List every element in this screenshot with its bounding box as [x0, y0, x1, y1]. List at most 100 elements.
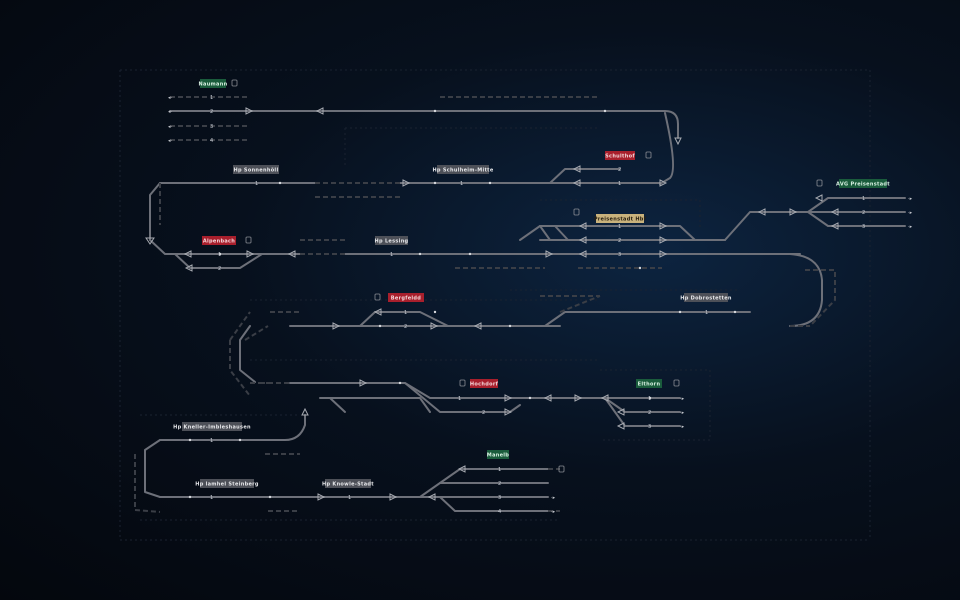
signal-icon	[543, 394, 552, 402]
database-icon	[645, 151, 652, 159]
signal-icon	[504, 408, 513, 416]
svg-text:AVG Preisenstadt: AVG Preisenstadt	[836, 182, 890, 188]
station-avg-preisenstadt[interactable]: AVG Preisenstadt	[816, 179, 890, 188]
svg-text:3: 3	[862, 224, 865, 230]
svg-text:2: 2	[218, 266, 221, 272]
database-icon	[573, 208, 580, 216]
signal-icon	[287, 250, 296, 258]
station-schulthof[interactable]: Schulthof	[605, 151, 652, 160]
svg-text:Hp Schulheim-Mitte: Hp Schulheim-Mitte	[432, 168, 493, 174]
inactive-tracks	[134, 96, 836, 513]
signal-icon	[545, 250, 554, 258]
signal-icon	[830, 208, 839, 216]
signal-icon	[600, 394, 609, 402]
svg-text:1: 1	[458, 396, 461, 402]
svg-text:1: 1	[460, 181, 463, 187]
signal-icon	[504, 394, 513, 402]
svg-text:1: 1	[210, 95, 213, 101]
signal-icon	[574, 394, 583, 402]
signal-icon	[757, 208, 766, 216]
svg-text:2: 2	[648, 410, 651, 416]
signal-icon	[578, 222, 587, 230]
station-alpenbach[interactable]: Alpenbach	[202, 236, 252, 245]
database-icon	[673, 379, 680, 387]
svg-text:1: 1	[404, 310, 407, 316]
tracks	[144, 110, 906, 512]
signal-icon	[245, 107, 254, 115]
station-hp-dobrostetten[interactable]: Hp Dobrostetten	[680, 293, 732, 302]
station-hp-lamhel-steinberg[interactable]: Hp lamhel Steinberg	[195, 479, 259, 488]
svg-text:2: 2	[210, 109, 213, 115]
svg-text:1: 1	[390, 252, 393, 258]
signal-icon	[578, 250, 587, 258]
station-hp-knowle-stadt[interactable]: Hp Knowle-Stadt	[322, 479, 374, 488]
svg-text:Naumann: Naumann	[199, 82, 228, 88]
svg-text:1: 1	[648, 396, 651, 402]
station-naumann[interactable]: Naumann	[199, 79, 238, 88]
station-labels: Naumann Schulthof Hp Sonnenhöll Hp Schul…	[173, 79, 890, 488]
signal-icon	[332, 322, 341, 330]
svg-text:2: 2	[618, 167, 621, 173]
svg-text:Hp Lessing: Hp Lessing	[375, 239, 409, 245]
signal-icon	[674, 137, 682, 146]
svg-text:◂·: ◂·	[168, 138, 173, 144]
svg-text:2: 2	[404, 324, 407, 330]
signal-icon	[659, 222, 668, 230]
svg-text:2: 2	[482, 410, 485, 416]
signal-icon	[389, 493, 398, 501]
station-hp-kneller-imbleshausen[interactable]: Hp Kneller-Imbleshausen	[173, 422, 251, 431]
database-icon	[816, 179, 823, 187]
signal-icon	[246, 250, 255, 258]
signal-icon	[572, 165, 581, 173]
signal-icon	[317, 493, 326, 501]
svg-text:3: 3	[648, 424, 651, 430]
svg-text:·▸: ·▸	[680, 396, 685, 402]
database-icon	[558, 465, 565, 473]
svg-text:Hp Sonnenhöll: Hp Sonnenhöll	[234, 168, 279, 174]
svg-text:·▸: ·▸	[908, 210, 913, 216]
svg-text:Manelb: Manelb	[487, 453, 510, 459]
svg-text:Bergfeldd: Bergfeldd	[391, 296, 422, 302]
svg-text:Hp Dobrostetten: Hp Dobrostetten	[680, 296, 732, 302]
database-icon	[459, 379, 466, 387]
svg-text:3: 3	[498, 495, 501, 501]
signal-icon	[359, 379, 368, 387]
signal-icon	[315, 107, 324, 115]
svg-text:·▸: ·▸	[680, 410, 685, 416]
station-hochdorf[interactable]: Hochdorf	[459, 379, 499, 388]
station-elthorn[interactable]: Elthorn	[636, 379, 680, 388]
svg-text:1: 1	[498, 467, 501, 473]
signal-icon	[659, 250, 668, 258]
station-preisenstadt-hbf[interactable]: Preisenstadt Hbf	[573, 208, 647, 223]
svg-text:Hp lamhel Steinberg: Hp lamhel Steinberg	[195, 482, 259, 488]
svg-text:1: 1	[255, 181, 258, 187]
database-icon	[245, 236, 252, 244]
station-bergfeldd[interactable]: Bergfeldd	[374, 293, 424, 302]
station-hp-sonnenhoell[interactable]: Hp Sonnenhöll	[233, 165, 279, 174]
signal-icon	[430, 322, 439, 330]
svg-text:1: 1	[618, 181, 621, 187]
signal-icon	[145, 237, 155, 245]
signal-icon	[659, 236, 668, 244]
svg-text:1: 1	[618, 224, 621, 230]
database-icon	[374, 293, 381, 301]
station-manelb[interactable]: Manelb	[487, 450, 565, 473]
station-hp-schulheim-mitte[interactable]: Hp Schulheim-Mitte	[432, 165, 494, 174]
svg-text:4: 4	[210, 138, 213, 144]
svg-text:·▸: ·▸	[908, 196, 913, 202]
svg-text:Schulthof: Schulthof	[605, 154, 635, 160]
svg-text:1: 1	[348, 495, 351, 501]
svg-text:Preisenstadt Hbf: Preisenstadt Hbf	[594, 217, 647, 223]
svg-text:4: 4	[498, 509, 501, 515]
signal-icon	[473, 322, 482, 330]
signal-icon	[830, 222, 839, 230]
track-end-markers: ◂·◂·◂·◂· ·▸·▸·▸ ·▸·▸·▸ ·▸·▸	[168, 95, 913, 515]
svg-text:◂·: ◂·	[168, 124, 173, 130]
signal-icon	[183, 250, 192, 258]
signal-icon	[402, 179, 411, 187]
signal-icon	[457, 465, 466, 473]
svg-text:3: 3	[210, 124, 213, 130]
station-hp-lessing[interactable]: Hp Lessing	[375, 236, 409, 245]
